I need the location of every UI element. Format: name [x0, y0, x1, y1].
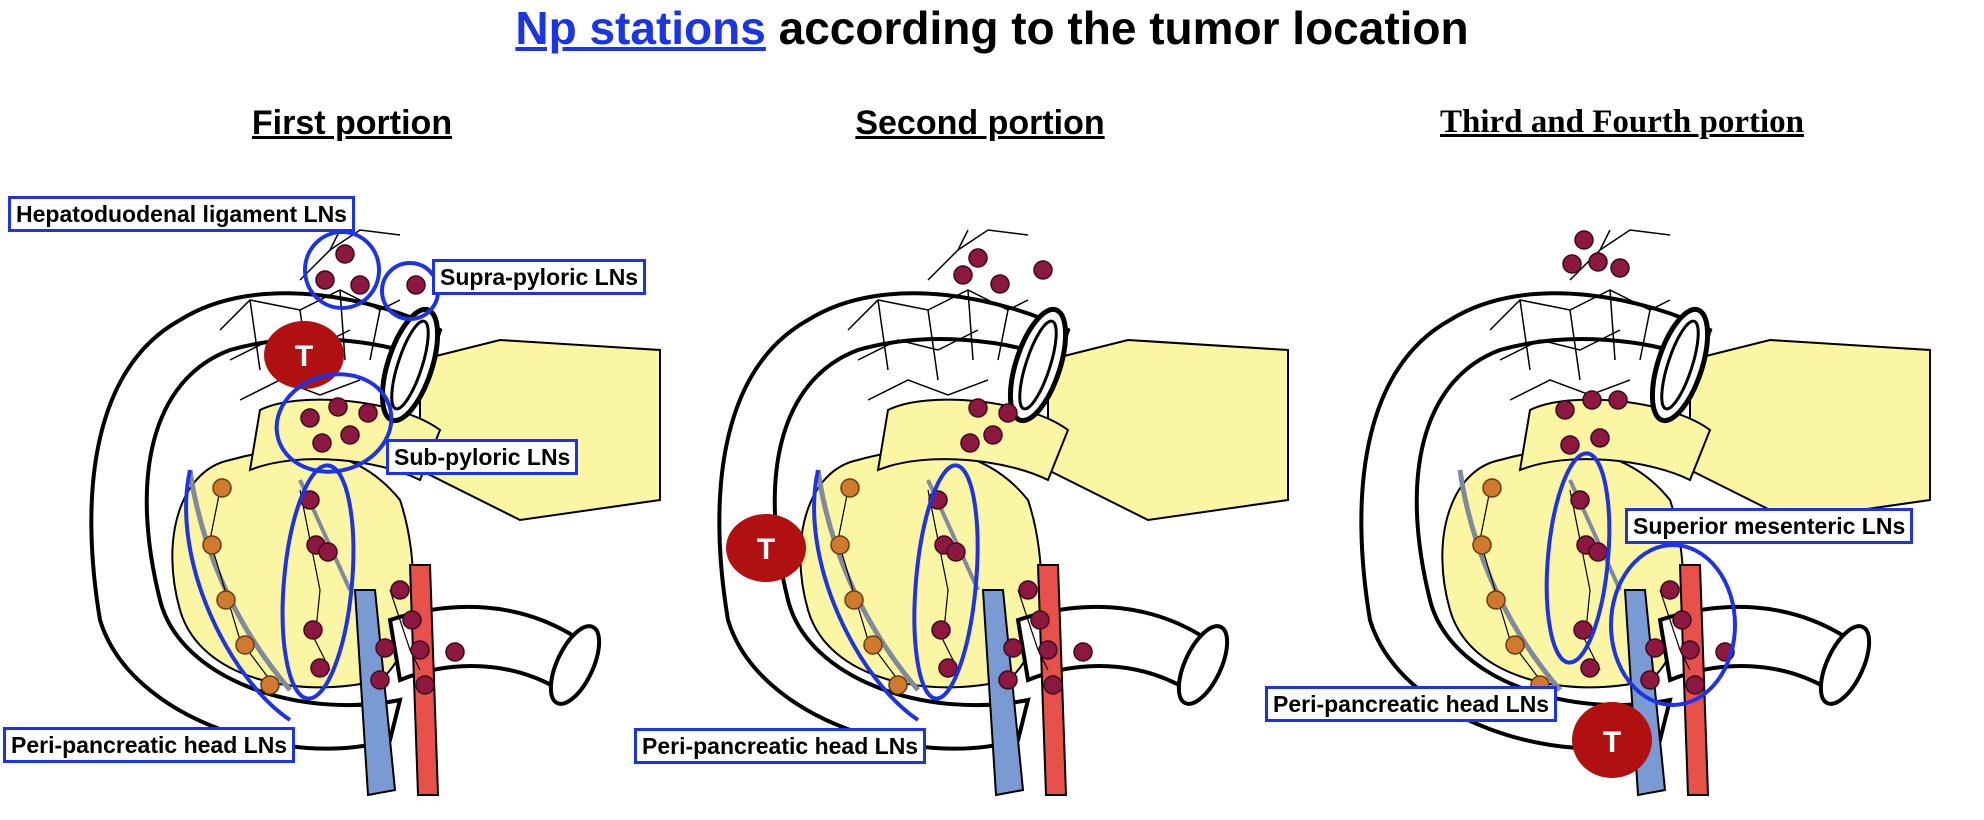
panel-title-second: Second portion: [855, 104, 1105, 142]
figure-title: Np stations according to the tumor locat…: [0, 0, 1984, 56]
label-hepatoduodenal-lns: Hepatoduodenal ligament LNs: [8, 196, 355, 232]
label-peripancreatic-second: Peri-pancreatic head LNs: [634, 728, 927, 764]
label-suprapyloric-lns: Supra-pyloric LNs: [432, 259, 647, 295]
title-rest: according to the tumor location: [765, 2, 1469, 54]
label-peripancreatic-third: Peri-pancreatic head LNs: [1265, 686, 1558, 722]
label-subpyloric-lns: Sub-pyloric LNs: [386, 439, 579, 475]
tumor-label-third-fourth: T: [1603, 726, 1621, 759]
title-highlight: Np stations: [515, 2, 766, 54]
tumor-label-first: T: [295, 340, 313, 373]
label-peripancreatic-first: Peri-pancreatic head LNs: [3, 727, 296, 763]
label-superior-mesenteric-lns: Superior mesenteric LNs: [1625, 508, 1914, 544]
panel-title-third-fourth: Third and Fourth portion: [1440, 104, 1804, 140]
panel-title-first: First portion: [251, 104, 453, 142]
tumor-label-second: T: [757, 533, 775, 566]
